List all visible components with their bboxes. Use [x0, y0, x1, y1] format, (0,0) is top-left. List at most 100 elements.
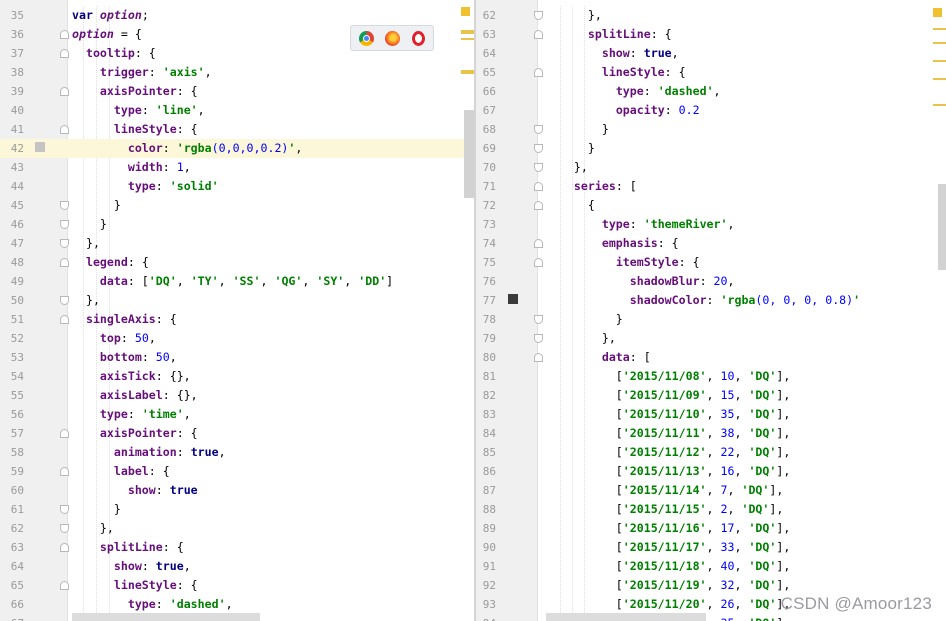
code-text[interactable]: }, [72, 519, 114, 538]
code-line[interactable]: 66 type: 'dashed', [476, 82, 946, 101]
line-number[interactable]: 51 [10, 313, 24, 326]
fold-collapse-icon[interactable] [534, 125, 543, 134]
left-gutter[interactable] [0, 0, 68, 621]
line-number[interactable]: 87 [482, 484, 496, 497]
code-line[interactable]: 39 axisPointer: { [0, 82, 474, 101]
code-line[interactable]: 58 animation: true, [0, 443, 474, 462]
code-line[interactable]: 65 lineStyle: { [476, 63, 946, 82]
code-line[interactable]: 89 ['2015/11/16', 17, 'DQ'], [476, 519, 946, 538]
code-line[interactable]: 90 ['2015/11/17', 33, 'DQ'], [476, 538, 946, 557]
code-text[interactable]: }, [546, 158, 588, 177]
fold-expand-icon[interactable] [60, 429, 69, 438]
code-line[interactable]: 64 show: true, [0, 557, 474, 576]
code-line[interactable]: 81 ['2015/11/08', 10, 'DQ'], [476, 367, 946, 386]
fold-collapse-icon[interactable] [60, 505, 69, 514]
code-text[interactable]: top: 50, [72, 329, 156, 348]
code-line[interactable]: 65 lineStyle: { [0, 576, 474, 595]
line-number[interactable]: 66 [10, 598, 24, 611]
line-number[interactable]: 58 [10, 446, 24, 459]
code-line[interactable]: 79 }, [476, 329, 946, 348]
line-number[interactable]: 35 [10, 9, 24, 22]
fold-collapse-icon[interactable] [60, 201, 69, 210]
code-line[interactable]: 68 } [476, 120, 946, 139]
line-number[interactable]: 89 [482, 522, 496, 535]
code-text[interactable]: singleAxis: { [72, 310, 177, 329]
line-number[interactable]: 76 [482, 275, 496, 288]
code-text[interactable]: ['2015/11/09', 15, 'DQ'], [546, 386, 791, 405]
line-number[interactable]: 93 [482, 598, 496, 611]
code-line[interactable]: 37 tooltip: { [0, 44, 474, 63]
right-editor-pane[interactable]: 62 },63 splitLine: {64 show: true,65 lin… [476, 0, 946, 621]
code-text[interactable]: shadowBlur: 20, [546, 272, 735, 291]
line-number[interactable]: 62 [10, 522, 24, 535]
code-text[interactable]: show: true, [72, 557, 191, 576]
code-text[interactable]: { [546, 196, 595, 215]
code-line[interactable]: 62 }, [476, 6, 946, 25]
fold-expand-icon[interactable] [60, 467, 69, 476]
code-line[interactable]: 71 series: [ [476, 177, 946, 196]
fold-expand-icon[interactable] [534, 30, 543, 39]
code-text[interactable]: opacity: 0.2 [546, 101, 700, 120]
fold-expand-icon[interactable] [60, 30, 69, 39]
fold-collapse-icon[interactable] [534, 144, 543, 153]
code-text[interactable]: series: [ [546, 177, 637, 196]
code-text[interactable]: axisTick: {}, [72, 367, 191, 386]
code-text[interactable]: shadowColor: 'rgba(0, 0, 0, 0.8)' [546, 291, 860, 310]
code-text[interactable]: ['2015/11/18', 40, 'DQ'], [546, 557, 791, 576]
fold-expand-icon[interactable] [60, 258, 69, 267]
code-line[interactable]: 63 splitLine: { [476, 25, 946, 44]
line-number[interactable]: 71 [482, 180, 496, 193]
fold-expand-icon[interactable] [60, 49, 69, 58]
code-text[interactable]: lineStyle: { [546, 63, 686, 82]
fold-collapse-icon[interactable] [60, 524, 69, 533]
code-line[interactable]: 59 label: { [0, 462, 474, 481]
line-number[interactable]: 41 [10, 123, 24, 136]
error-stripe-mark[interactable] [461, 70, 474, 74]
code-line[interactable]: 69 } [476, 139, 946, 158]
code-text[interactable]: trigger: 'axis', [72, 63, 212, 82]
code-text[interactable]: ['2015/11/08', 10, 'DQ'], [546, 367, 791, 386]
code-line[interactable]: 63 splitLine: { [0, 538, 474, 557]
code-line[interactable]: 87 ['2015/11/14', 7, 'DQ'], [476, 481, 946, 500]
fold-expand-icon[interactable] [534, 353, 543, 362]
pane-divider[interactable] [474, 0, 476, 621]
code-line[interactable]: 66 type: 'dashed', [0, 595, 474, 614]
code-text[interactable]: itemStyle: { [546, 253, 700, 272]
code-line[interactable]: 83 ['2015/11/10', 35, 'DQ'], [476, 405, 946, 424]
line-number[interactable]: 79 [482, 332, 496, 345]
code-line[interactable]: 48 legend: { [0, 253, 474, 272]
line-number[interactable]: 62 [482, 9, 496, 22]
line-number[interactable]: 88 [482, 503, 496, 516]
fold-expand-icon[interactable] [534, 182, 543, 191]
code-text[interactable]: width: 1, [72, 158, 191, 177]
line-number[interactable]: 73 [482, 218, 496, 231]
code-line[interactable]: 56 type: 'time', [0, 405, 474, 424]
firefox-icon[interactable] [385, 31, 400, 46]
code-line[interactable]: 49 data: ['DQ', 'TY', 'SS', 'QG', 'SY', … [0, 272, 474, 291]
line-number[interactable]: 65 [10, 579, 24, 592]
code-text[interactable]: show: true [72, 481, 198, 500]
line-number[interactable]: 59 [10, 465, 24, 478]
code-text[interactable]: animation: true, [72, 443, 226, 462]
code-line[interactable]: 91 ['2015/11/18', 40, 'DQ'], [476, 557, 946, 576]
line-number[interactable]: 72 [482, 199, 496, 212]
line-number[interactable]: 64 [10, 560, 24, 573]
horizontal-scrollbar-thumb[interactable] [546, 613, 706, 621]
line-number[interactable]: 65 [482, 66, 496, 79]
line-number[interactable]: 60 [10, 484, 24, 497]
line-number[interactable]: 67 [482, 104, 496, 117]
line-number[interactable]: 52 [10, 332, 24, 345]
code-line[interactable]: 55 axisLabel: {}, [0, 386, 474, 405]
bookmark-marker[interactable] [508, 294, 518, 304]
code-line[interactable]: 93 ['2015/11/20', 26, 'DQ'], [476, 595, 946, 614]
line-number[interactable]: 44 [10, 180, 24, 193]
code-text[interactable]: }, [72, 234, 100, 253]
code-line[interactable]: 51 singleAxis: { [0, 310, 474, 329]
fold-expand-icon[interactable] [60, 543, 69, 552]
code-text[interactable]: label: { [72, 462, 170, 481]
code-line[interactable]: 40 type: 'line', [0, 101, 474, 120]
code-text[interactable]: type: 'dashed', [546, 82, 721, 101]
